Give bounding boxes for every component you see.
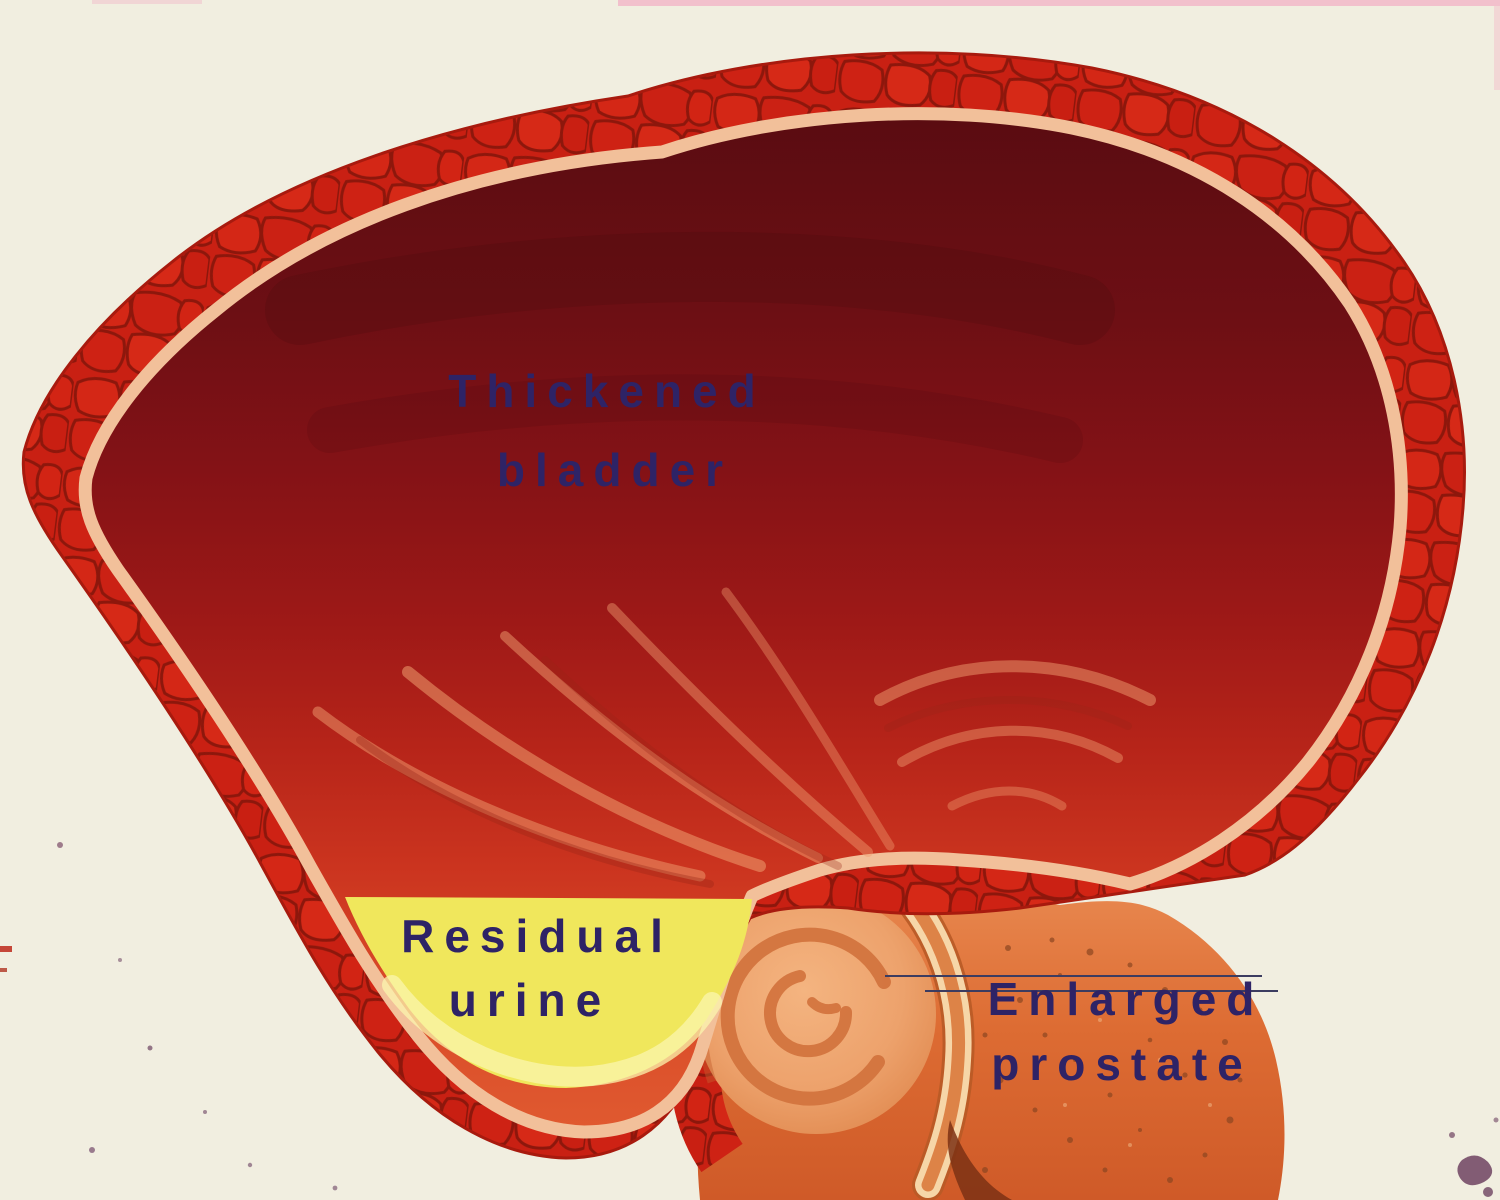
thickened-bladder-label-line2: bladder xyxy=(497,444,733,496)
background-speckles xyxy=(0,842,1499,1197)
top-edge-pink-strip-small xyxy=(92,0,202,4)
prostate xyxy=(670,862,1285,1200)
enlarged-prostate-label-line2: prostate xyxy=(991,1038,1252,1090)
urethra-slit xyxy=(947,1120,1012,1200)
median-lobe-whorl xyxy=(720,927,891,1106)
thickened-bladder-label-line1: Thickened xyxy=(448,365,766,417)
residual-urine-label-line2: urine xyxy=(449,974,611,1026)
labels: Thickened bladder Residual urine Enlarge… xyxy=(401,365,1265,1090)
residual-urine-glow xyxy=(382,975,722,1087)
mucosal-fold-creases xyxy=(356,656,1132,888)
interior-shadows xyxy=(265,231,1115,463)
bladder-interior xyxy=(78,107,1408,1139)
scan-edge-artifacts xyxy=(92,0,1500,90)
residual-urine-label-line1: Residual xyxy=(401,910,673,962)
prostate-light-speckles xyxy=(1063,1018,1212,1147)
right-edge-pink-strip xyxy=(1494,0,1500,90)
bladder xyxy=(21,51,1466,1160)
enlarged-prostate-label-line1: Enlarged xyxy=(988,973,1265,1025)
compressed-urethra xyxy=(874,862,975,1200)
mucosal-folds xyxy=(312,587,1156,882)
top-edge-pink-strip xyxy=(618,0,1500,6)
